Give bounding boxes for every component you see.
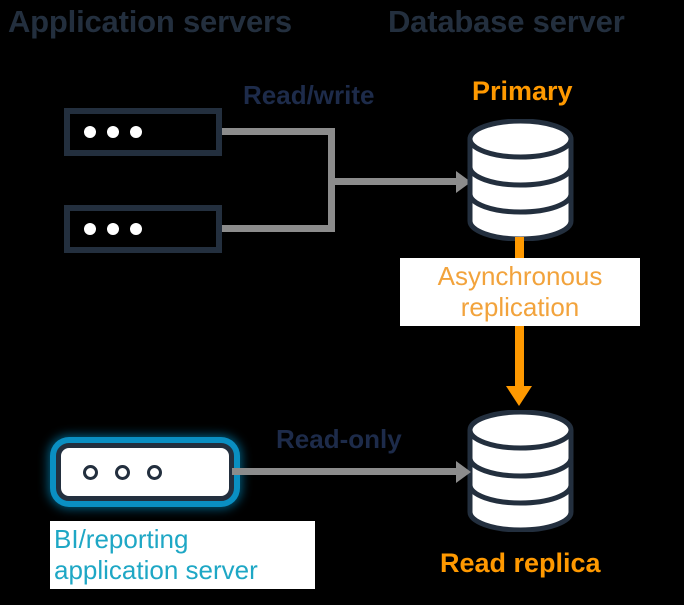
connector-readonly-trunk [232, 468, 460, 475]
heading-database-server: Database server [388, 4, 625, 39]
server-indicator-dot [84, 126, 96, 138]
connector-app1-horizontal [222, 128, 335, 135]
connector-app2-horizontal [222, 225, 335, 232]
bi-reporting-server-box[interactable] [56, 443, 234, 501]
label-primary-database: Primary [472, 76, 573, 106]
replication-label-line1: Asynchronous [437, 260, 603, 291]
server-indicator-dot [107, 126, 119, 138]
connector-readwrite-trunk [328, 178, 458, 185]
application-server-1[interactable] [64, 108, 222, 156]
bi-reporting-server[interactable] [56, 443, 234, 501]
replication-label-line2: replication [460, 292, 580, 322]
server-indicator-dot [147, 464, 162, 480]
arrowhead-readonly-icon [456, 461, 471, 483]
label-read-replica-database: Read replica [440, 548, 601, 578]
arrowhead-readwrite-icon [456, 171, 471, 193]
server-indicator-dot [83, 464, 98, 480]
server-indicator-dot [130, 126, 142, 138]
application-server-2[interactable] [64, 205, 222, 253]
primary-database-icon[interactable] [464, 119, 577, 241]
bi-reporting-label-line1: BI/reporting [54, 524, 189, 555]
label-read-write: Read/write [243, 80, 375, 110]
read-replica-database-icon[interactable] [464, 410, 577, 532]
bi-reporting-label-line2: application server [54, 555, 258, 585]
heading-application-servers: Application servers [8, 4, 292, 39]
server-indicator-dot [130, 223, 142, 235]
bi-reporting-label-box: BI/reporting application server [50, 521, 315, 589]
arrowhead-replication-icon [506, 386, 532, 406]
server-indicator-dot [107, 223, 119, 235]
server-indicator-dot [115, 464, 130, 480]
server-indicator-dot [84, 223, 96, 235]
label-read-only: Read-only [276, 424, 402, 454]
replication-label-box: Asynchronous replication [400, 258, 640, 326]
